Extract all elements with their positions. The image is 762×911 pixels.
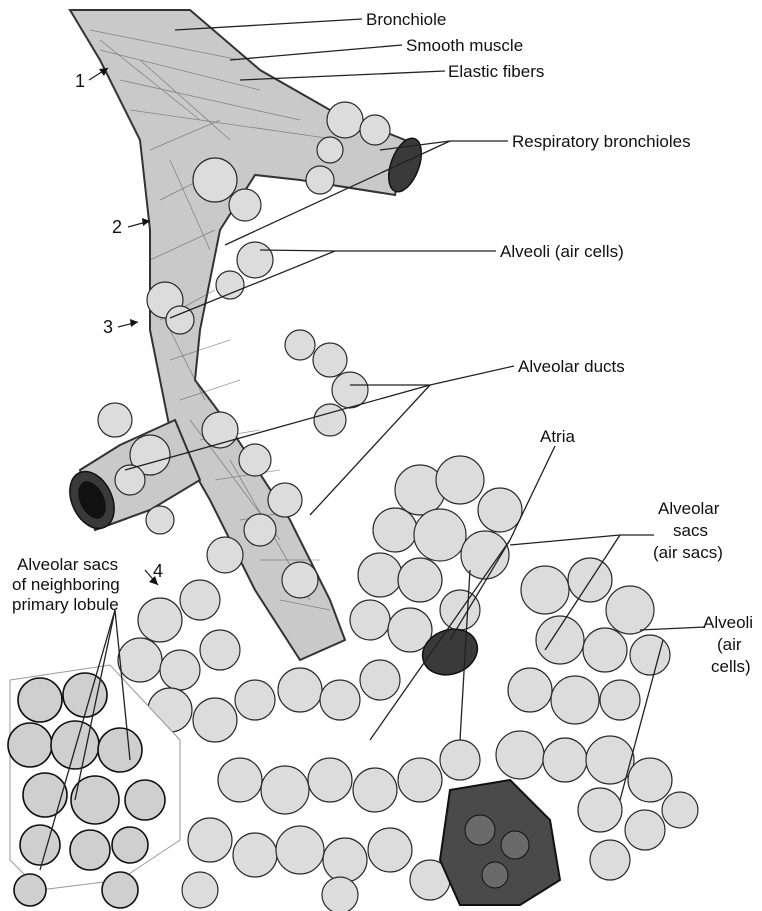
number-3: 3	[103, 317, 113, 337]
label-atria: Atria	[540, 427, 576, 446]
label-alveoli-1: Alveoli	[703, 613, 753, 632]
label-alveolar-sacs-1: Alveolar	[658, 499, 720, 518]
label-alveolar-sacs-2: sacs	[673, 521, 708, 540]
number-4: 4	[153, 561, 163, 581]
label-elastic-fibers: Elastic fibers	[448, 62, 544, 81]
label-alveolar-sacs-3: (air sacs)	[653, 543, 723, 562]
number-1: 1	[75, 71, 85, 91]
label-alveolar-ducts: Alveolar ducts	[518, 357, 625, 376]
label-alveoli-3: cells)	[711, 657, 751, 676]
number-2: 2	[112, 217, 122, 237]
label-neighbor-3: primary lobule	[12, 595, 119, 614]
label-neighbor-1: Alveolar sacs	[17, 555, 118, 574]
label-alveoli-2: (air	[717, 635, 742, 654]
label-alveoli-air-cells: Alveoli (air cells)	[500, 242, 624, 261]
label-smooth-muscle: Smooth muscle	[406, 36, 523, 55]
label-bronchiole: Bronchiole	[366, 10, 446, 29]
label-respiratory-bronchioles: Respiratory bronchioles	[512, 132, 691, 151]
label-neighbor-2: of neighboring	[12, 575, 120, 594]
